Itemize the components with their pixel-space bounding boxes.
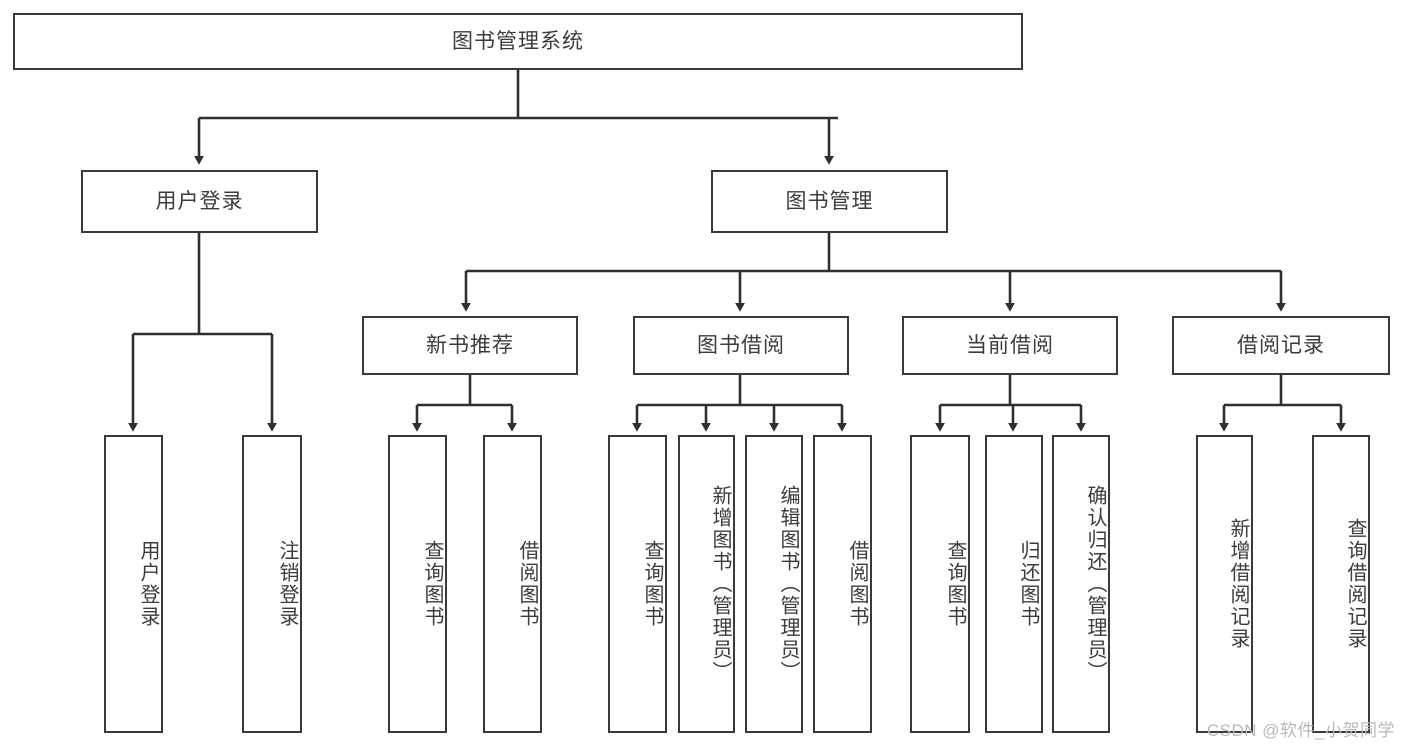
node-label: 归还图书 bbox=[1017, 540, 1039, 628]
node-current-borrow[interactable]: 当前借阅 bbox=[902, 316, 1118, 375]
node-book-management[interactable]: 图书管理 bbox=[711, 170, 948, 233]
node-label: 注销登录 bbox=[276, 540, 298, 628]
leaf-borrow-record-add-record[interactable]: 新增借阅记录 bbox=[1196, 435, 1253, 733]
leaf-current-borrow-query-book[interactable]: 查询图书 bbox=[910, 435, 970, 733]
leaf-book-borrow-edit-book-admin[interactable]: 编辑图书（管理员） bbox=[745, 435, 803, 733]
node-label: 新增借阅记录 bbox=[1227, 518, 1249, 650]
node-label: 借阅记录 bbox=[1237, 333, 1325, 357]
node-label: 确认归还（管理员） bbox=[1084, 485, 1106, 683]
leaf-new-book-borrow-book[interactable]: 借阅图书 bbox=[483, 435, 542, 733]
leaf-book-borrow-query-book[interactable]: 查询图书 bbox=[608, 435, 667, 733]
node-label: 图书管理系统 bbox=[452, 29, 584, 53]
leaf-user-login-login[interactable]: 用户登录 bbox=[104, 435, 163, 733]
node-label: 新增图书（管理员） bbox=[709, 485, 731, 683]
node-label: 编辑图书（管理员） bbox=[777, 485, 799, 683]
node-label: 当前借阅 bbox=[966, 333, 1054, 357]
node-label: 图书管理 bbox=[785, 189, 874, 213]
leaf-user-login-logout[interactable]: 注销登录 bbox=[242, 435, 302, 733]
leaf-borrow-record-query-record[interactable]: 查询借阅记录 bbox=[1312, 435, 1370, 733]
node-book-borrow[interactable]: 图书借阅 bbox=[633, 316, 849, 375]
node-label: 新书推荐 bbox=[426, 333, 514, 357]
node-label: 查询图书 bbox=[421, 540, 443, 628]
node-new-book-recommend[interactable]: 新书推荐 bbox=[362, 316, 578, 375]
leaf-new-book-query-book[interactable]: 查询图书 bbox=[388, 435, 447, 733]
node-label: 用户登录 bbox=[155, 189, 244, 213]
watermark: CSDN @软件_小贺同学 bbox=[1206, 721, 1395, 740]
node-user-login[interactable]: 用户登录 bbox=[81, 170, 318, 233]
leaf-book-borrow-borrow-book[interactable]: 借阅图书 bbox=[813, 435, 872, 733]
node-label: 图书借阅 bbox=[697, 333, 785, 357]
leaf-current-borrow-confirm-return-admin[interactable]: 确认归还（管理员） bbox=[1052, 435, 1110, 733]
leaf-book-borrow-add-book-admin[interactable]: 新增图书（管理员） bbox=[678, 435, 735, 733]
node-label: 借阅图书 bbox=[846, 540, 868, 628]
node-label: 查询借阅记录 bbox=[1344, 518, 1366, 650]
node-label: 用户登录 bbox=[137, 540, 159, 628]
node-label: 查询图书 bbox=[944, 540, 966, 628]
leaf-current-borrow-return-book[interactable]: 归还图书 bbox=[985, 435, 1043, 733]
node-root-book-management-system[interactable]: 图书管理系统 bbox=[13, 13, 1023, 70]
node-label: 查询图书 bbox=[641, 540, 663, 628]
node-borrow-record[interactable]: 借阅记录 bbox=[1172, 316, 1390, 375]
node-label: 借阅图书 bbox=[516, 540, 538, 628]
